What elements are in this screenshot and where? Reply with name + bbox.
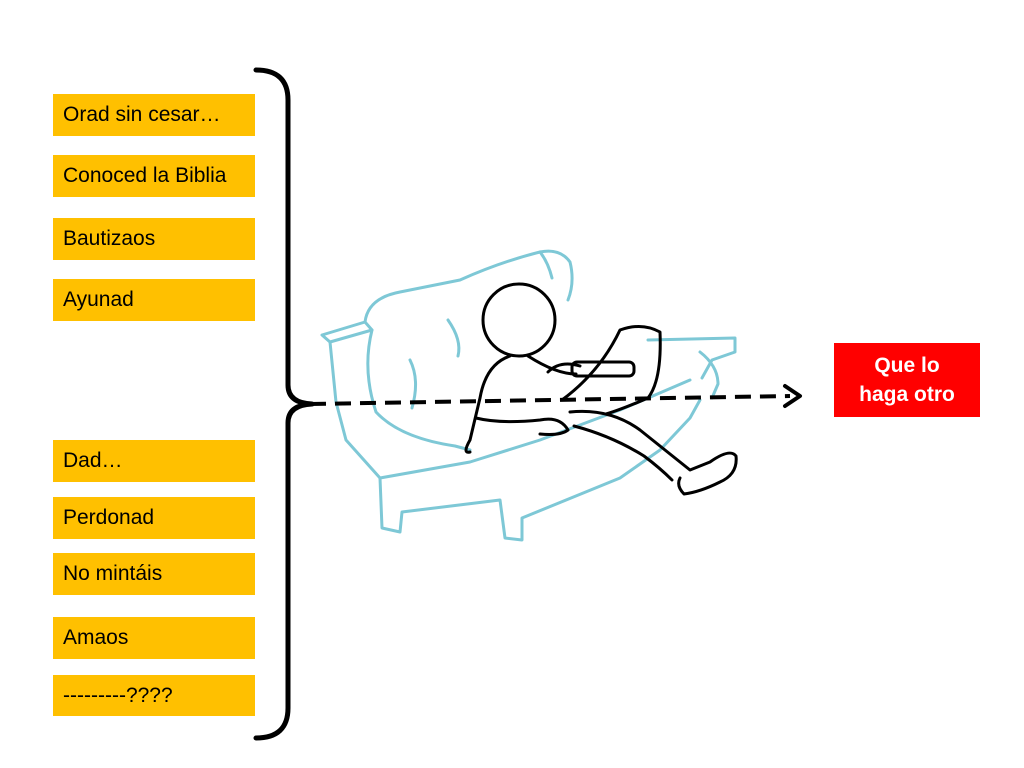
command-label: Orad sin cesar…: [63, 103, 221, 126]
command-box-9: ---------????: [53, 675, 255, 716]
command-label: Perdonad: [63, 506, 155, 529]
command-label: No mintáis: [63, 562, 163, 585]
result-line-2: haga otro: [859, 383, 955, 406]
command-box-4: Ayunad: [53, 279, 255, 321]
command-label: Bautizaos: [63, 227, 156, 250]
command-label: Dad…: [63, 449, 123, 472]
result-line-1: Que lo: [874, 354, 940, 377]
curly-bracket-icon: [253, 67, 315, 741]
command-box-8: Amaos: [53, 617, 255, 659]
command-label: Conoced la Biblia: [63, 164, 227, 187]
command-box-6: Perdonad: [53, 497, 255, 539]
command-label: ---------????: [63, 684, 173, 707]
arrow-head-icon: [783, 384, 802, 408]
command-box-2: Conoced la Biblia: [53, 155, 255, 197]
dashed-arrow-line: [309, 394, 791, 406]
command-box-1: Orad sin cesar…: [53, 94, 255, 136]
result-box: Que lo haga otro: [834, 343, 980, 417]
command-box-7: No mintáis: [53, 553, 255, 595]
command-box-5: Dad…: [53, 440, 255, 482]
command-label: Amaos: [63, 626, 129, 649]
command-box-3: Bautizaos: [53, 218, 255, 260]
couch-person-illustration-icon: [320, 249, 738, 542]
command-label: Ayunad: [63, 288, 134, 311]
